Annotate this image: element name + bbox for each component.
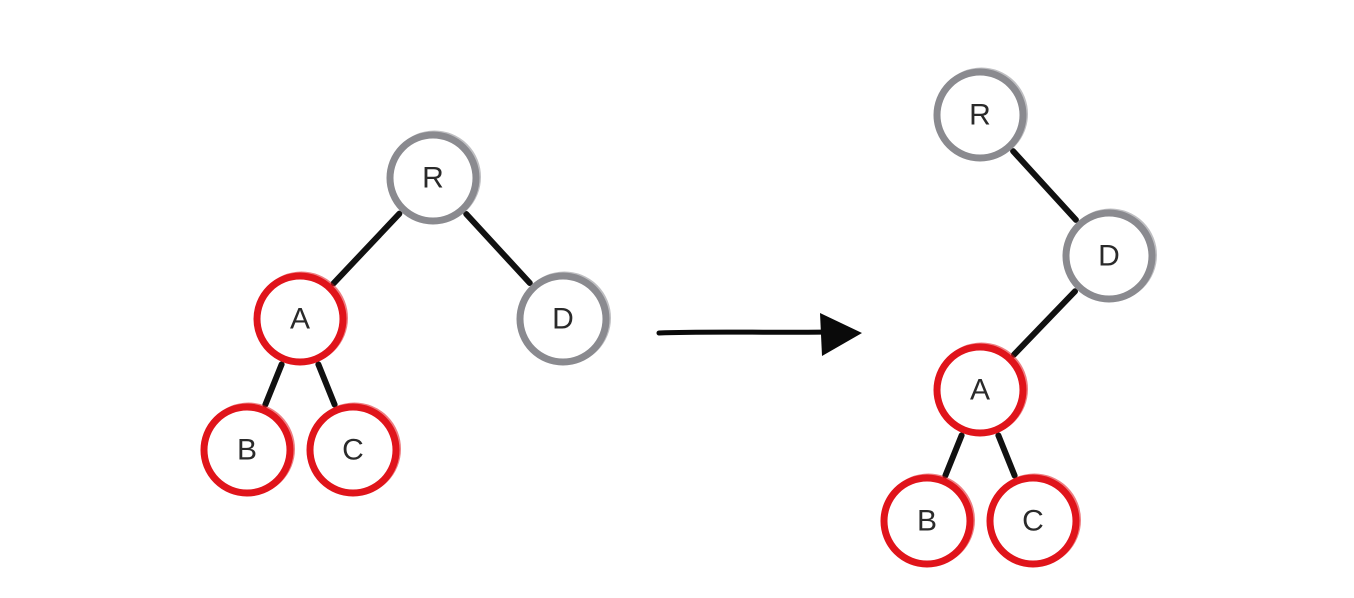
node-label: B bbox=[237, 434, 257, 467]
node-a: A bbox=[253, 271, 348, 366]
node-label: C bbox=[1022, 505, 1044, 538]
node-label: D bbox=[552, 303, 574, 336]
node-ring-sketch bbox=[255, 271, 348, 365]
edge-a-b bbox=[262, 361, 285, 408]
node-label: A bbox=[290, 303, 310, 336]
node-ring-sketch bbox=[988, 473, 1081, 567]
node-label: R bbox=[969, 99, 991, 132]
arrow-head bbox=[820, 313, 862, 356]
edge-r-a bbox=[330, 210, 403, 287]
edge-r-d bbox=[1010, 148, 1079, 223]
node-b: B bbox=[200, 402, 295, 497]
node-d: D bbox=[1062, 208, 1157, 303]
node-label: A bbox=[970, 374, 990, 407]
node-b: B bbox=[880, 473, 975, 568]
transition-arrow bbox=[656, 313, 862, 356]
edge-a-b bbox=[942, 432, 965, 479]
node-r: R bbox=[933, 67, 1028, 162]
node-ring-sketch bbox=[308, 402, 401, 496]
node-ring-sketch bbox=[388, 130, 481, 224]
node-ring-sketch bbox=[882, 473, 975, 567]
node-ring-sketch bbox=[935, 342, 1028, 436]
node-a: A bbox=[933, 342, 1028, 437]
edge-d-a bbox=[1010, 288, 1079, 358]
before-tree: R A D B C bbox=[200, 130, 611, 497]
edge-a-c bbox=[315, 361, 338, 408]
node-r: R bbox=[386, 130, 481, 225]
node-ring-sketch bbox=[1064, 208, 1157, 302]
node-label: B bbox=[917, 505, 937, 538]
node-ring-sketch bbox=[202, 402, 295, 496]
arrow-shaft bbox=[656, 329, 829, 336]
node-c: C bbox=[306, 402, 401, 497]
after-tree: R D A B C bbox=[880, 67, 1157, 568]
node-label: D bbox=[1098, 240, 1120, 273]
node-c: C bbox=[986, 473, 1081, 568]
edge-a-c bbox=[995, 432, 1018, 479]
node-d: D bbox=[516, 271, 611, 366]
node-ring-sketch bbox=[935, 67, 1028, 161]
node-label: R bbox=[422, 162, 444, 195]
node-ring-sketch bbox=[518, 271, 611, 365]
edge-r-d bbox=[463, 211, 533, 286]
node-label: C bbox=[342, 434, 364, 467]
